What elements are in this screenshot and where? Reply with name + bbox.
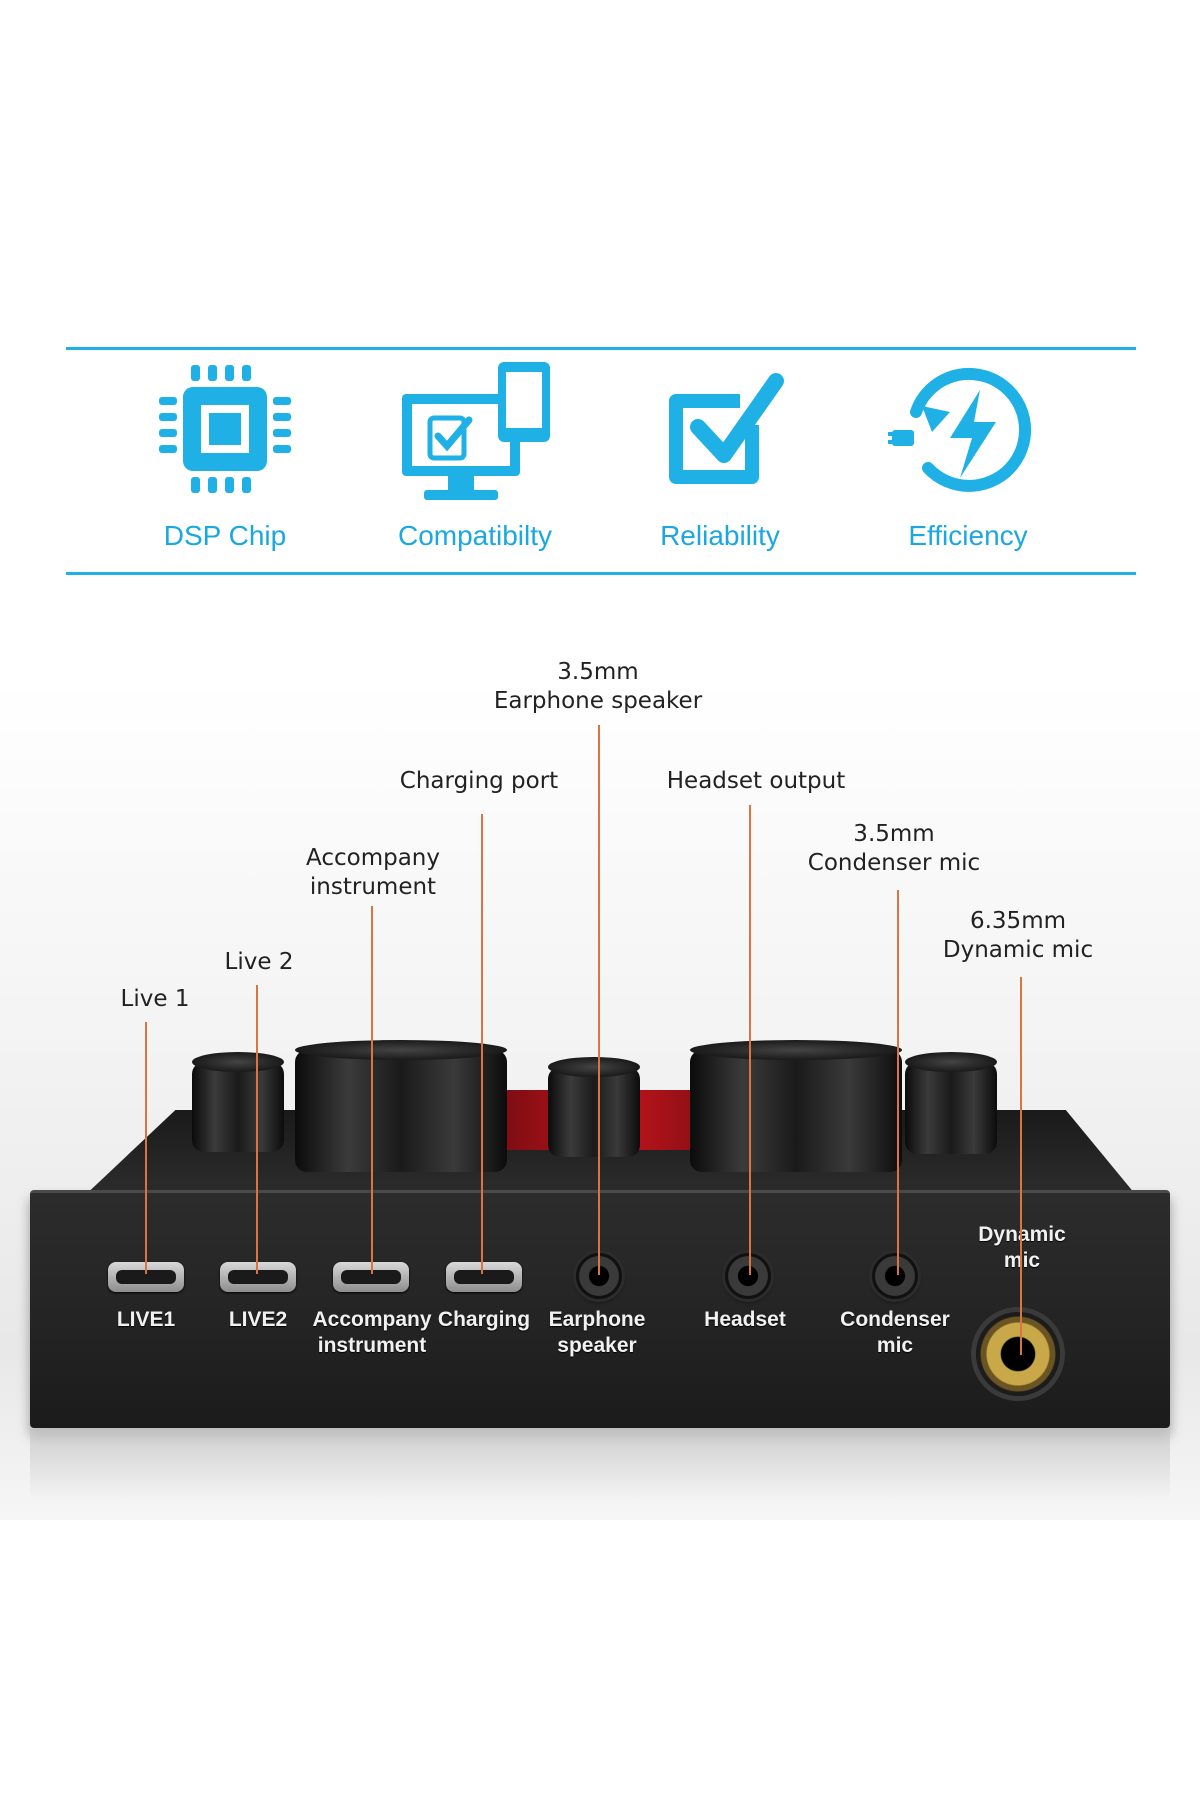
feature-label-reliability: Reliability — [660, 520, 780, 551]
leader-live2 — [256, 985, 258, 1274]
checkbox-icon — [669, 373, 784, 484]
leader-earphone — [598, 725, 600, 1275]
knob-large-left[interactable] — [295, 1040, 507, 1172]
top-divider — [66, 347, 1136, 350]
callout-live2: Live 2 — [224, 949, 294, 975]
leader-charging — [481, 814, 483, 1274]
device-front-face — [30, 1190, 1170, 1428]
knob-small-left[interactable] — [192, 1052, 284, 1152]
usb-port-charging[interactable] — [446, 1262, 522, 1292]
callout-live1: Live 1 — [120, 986, 190, 1012]
monitor-phone-icon — [402, 362, 550, 500]
leader-accompany — [371, 906, 373, 1274]
port-label-live2: LIVE2 — [228, 1308, 288, 1331]
bottom-divider — [66, 572, 1136, 575]
knob-small-center[interactable] — [548, 1057, 640, 1157]
feature-label-dsp: DSP Chip — [163, 520, 287, 551]
jack-headset[interactable] — [725, 1253, 771, 1299]
callout-charging: Charging port — [399, 768, 559, 794]
knob-small-right[interactable] — [905, 1052, 997, 1154]
leader-live1 — [145, 1022, 147, 1274]
leader-dynamic — [1020, 977, 1022, 1355]
jack-condenser-mic[interactable] — [872, 1253, 918, 1299]
port-label-headset: Headset — [704, 1308, 786, 1331]
knob-large-right[interactable] — [690, 1040, 902, 1172]
feature-label-efficiency: Efficiency — [908, 520, 1028, 551]
port-label-live1: LIVE1 — [116, 1308, 176, 1331]
feature-label-compatibility: Compatibilty — [397, 520, 553, 551]
jack-dynamic-mic[interactable] — [976, 1312, 1060, 1396]
port-label-charging: Charging — [437, 1308, 531, 1331]
power-lightning-icon — [888, 367, 1031, 492]
leader-condenser — [897, 890, 899, 1275]
leader-headset — [749, 805, 751, 1275]
dsp-chip-icon — [159, 365, 291, 493]
device-reflection — [30, 1428, 1170, 1500]
usb-port-live2[interactable] — [220, 1262, 296, 1292]
callout-headset: Headset output — [666, 768, 846, 794]
